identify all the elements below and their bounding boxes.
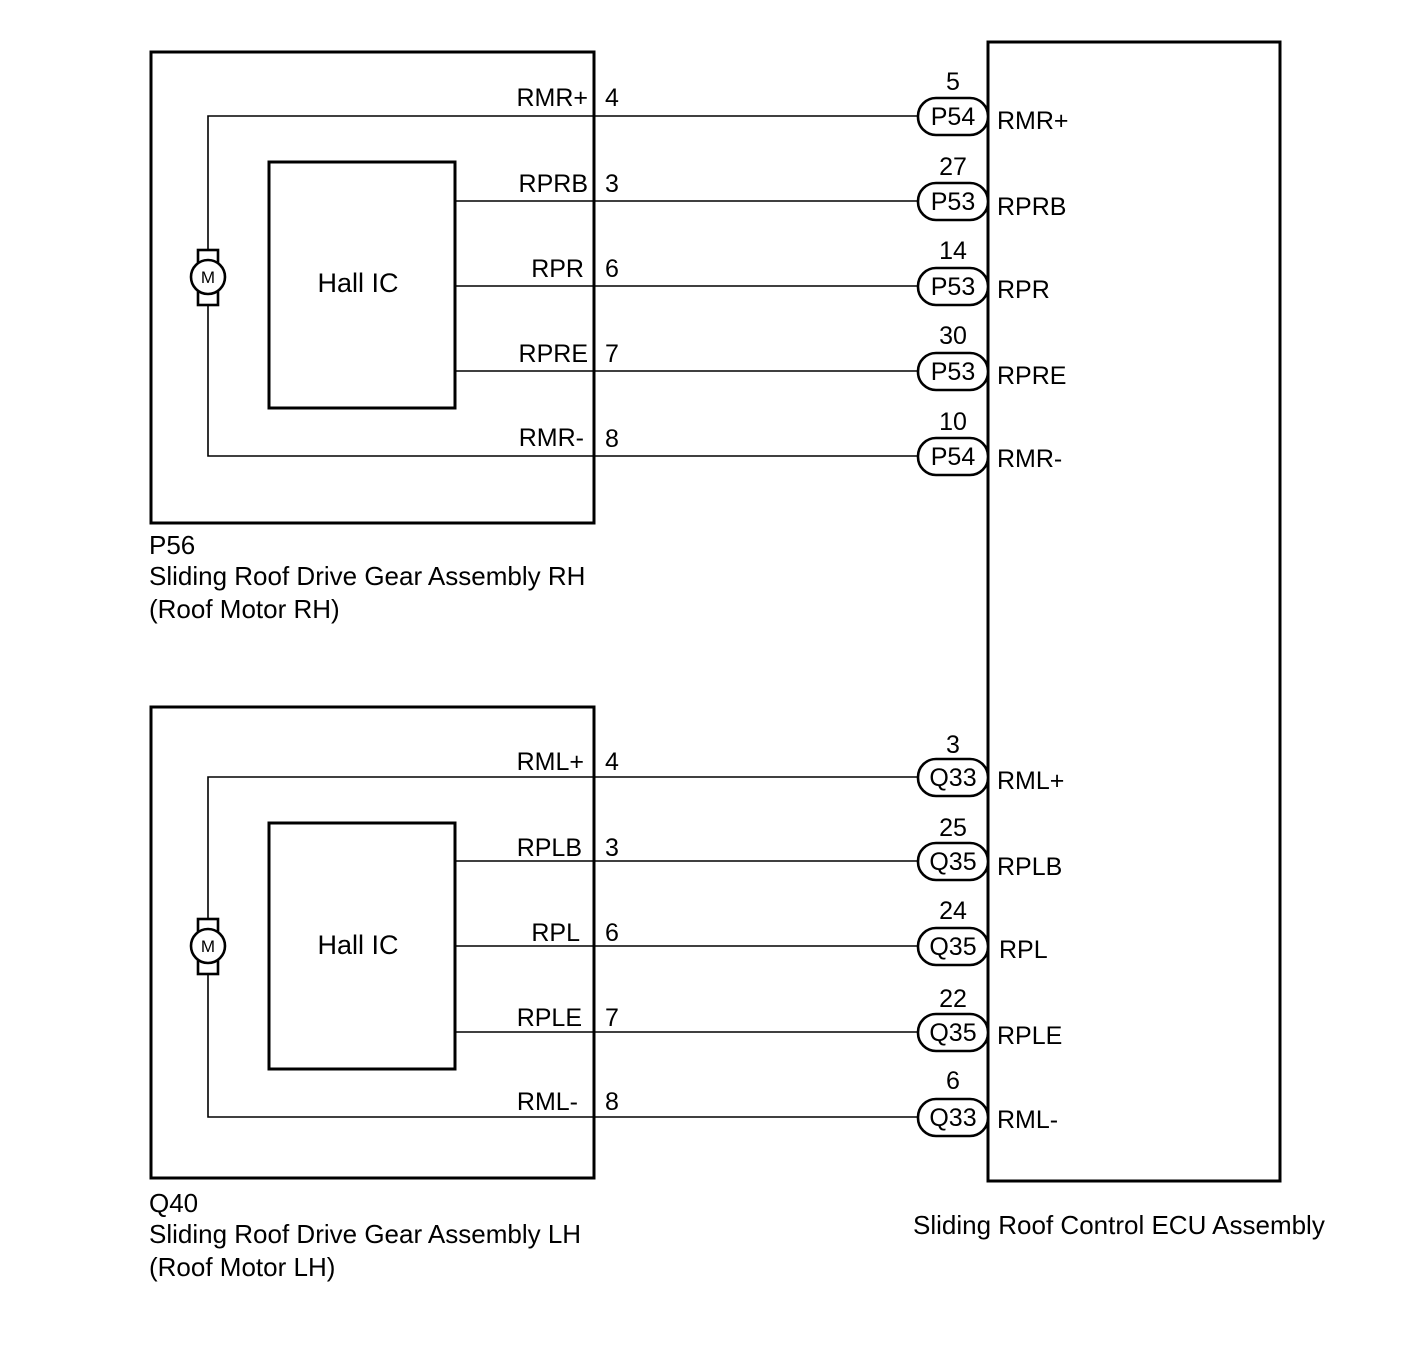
rh-ecu-signal-label: RPRE: [997, 362, 1066, 390]
rh-connector-code: P54: [931, 443, 976, 471]
ecu-box: [986, 40, 1282, 1183]
rh-ecu-pin-number: 5: [946, 68, 960, 96]
lh-connector-pill: Q33: [916, 1097, 990, 1138]
lh-motor-loop-wire: [207, 776, 594, 1118]
lh-ecu-pin-number: 3: [946, 731, 960, 759]
rh-ecu-signal-label: RMR-: [997, 445, 1062, 473]
rh-pin-number: 4: [605, 84, 619, 112]
rh-assembly-box: [149, 50, 596, 525]
lh-assembly-alias: (Roof Motor LH): [149, 1252, 335, 1282]
lh-ecu-signal-label: RPLE: [997, 1022, 1062, 1050]
rh-ecu-pin-number: 14: [939, 237, 967, 265]
rh-ecu-signal-label: RPR: [997, 276, 1050, 304]
rh-pin-number: 7: [605, 340, 619, 368]
lh-signal-label: RPLE: [517, 1004, 582, 1032]
rh-signal-label: RMR+: [516, 84, 588, 112]
lh-pin-number: 7: [605, 1004, 619, 1032]
lh-connector-pill: Q33: [916, 757, 990, 798]
lh-assembly-code: Q40: [149, 1188, 198, 1218]
lh-ecu-signal-label: RML+: [997, 767, 1064, 795]
lh-pin-number: 3: [605, 834, 619, 862]
lh-ecu-signal-label: RML-: [997, 1106, 1058, 1134]
lh-pin-number: 4: [605, 748, 619, 776]
rh-assembly-code: P56: [149, 530, 195, 560]
lh-signal-label: RML-: [517, 1088, 578, 1116]
rh-ecu-signal-label: RPRB: [997, 193, 1066, 221]
rh-connector-code: P53: [931, 273, 975, 301]
rh-ecu-signal-label: RMR+: [997, 107, 1069, 135]
lh-pin-number: 8: [605, 1088, 619, 1116]
rh-hall-ic-label: Hall IC: [317, 268, 398, 298]
rh-motor-icon: M: [189, 248, 227, 307]
lh-connector-code: Q35: [929, 933, 976, 961]
rh-hall-ic-box: [267, 160, 457, 410]
lh-pin-number: 6: [605, 919, 619, 947]
rh-ecu-pin-number: 10: [939, 408, 967, 436]
rh-pin-number: 3: [605, 170, 619, 198]
lh-ecu-pin-number: 24: [939, 897, 967, 925]
rh-ecu-pin-number: 30: [939, 322, 967, 350]
rh-connector-pill: P53: [916, 181, 990, 222]
rh-signal-label: RMR-: [519, 424, 584, 452]
rh-signal-label: RPRB: [519, 170, 588, 198]
lh-ecu-signal-label: RPL: [999, 936, 1048, 964]
lh-motor-letter: M: [201, 937, 215, 956]
lh-connector-code: Q33: [929, 1104, 976, 1132]
rh-signal-label: RPRE: [519, 340, 588, 368]
lh-ecu-pin-number: 25: [939, 814, 967, 842]
lh-signal-label: RPLB: [517, 834, 582, 862]
lh-ecu-pin-number: 22: [939, 985, 967, 1013]
rh-connector-pill: P54: [916, 96, 990, 137]
lh-hall-ic-label: Hall IC: [317, 930, 398, 960]
lh-connector-code: Q33: [929, 764, 976, 792]
lh-assembly: Hall IC M RML+ RPLB RPL RPLE RML- 4 3 6 …: [149, 705, 1064, 1282]
lh-assembly-box: [149, 705, 596, 1180]
rh-motor-letter: M: [201, 268, 215, 287]
lh-ecu-pin-number: 6: [946, 1067, 960, 1095]
lh-connector-code: Q35: [929, 1019, 976, 1047]
lh-connector-pill: Q35: [916, 1012, 990, 1053]
lh-connector-code: Q35: [929, 848, 976, 876]
rh-connector-pill: P54: [916, 436, 990, 477]
rh-connector-pill: P53: [916, 266, 990, 307]
rh-pin-number: 6: [605, 255, 619, 283]
lh-ecu-signal-label: RPLB: [997, 853, 1062, 881]
rh-assembly-alias: (Roof Motor RH): [149, 594, 340, 624]
rh-connector-code: P53: [931, 358, 975, 386]
lh-motor-icon: M: [189, 917, 227, 976]
ecu-caption: Sliding Roof Control ECU Assembly: [913, 1210, 1325, 1240]
lh-signal-label: RML+: [517, 748, 584, 776]
rh-connector-code: P53: [931, 188, 975, 216]
rh-connector-pill: P53: [916, 351, 990, 392]
rh-connector-code: P54: [931, 103, 976, 131]
rh-ecu-pin-number: 27: [939, 153, 967, 181]
lh-signal-label: RPL: [531, 919, 580, 947]
rh-assembly: Hall IC M RMR+ RPRB RPR RPRE RMR- 4 3 6 …: [149, 50, 1069, 624]
lh-assembly-name: Sliding Roof Drive Gear Assembly LH: [149, 1219, 581, 1249]
rh-signal-label: RPR: [531, 255, 584, 283]
rh-pin-number: 8: [605, 425, 619, 453]
lh-connector-pill: Q35: [916, 926, 990, 967]
lh-connector-pill: Q35: [916, 841, 990, 882]
rh-assembly-name: Sliding Roof Drive Gear Assembly RH: [149, 561, 585, 591]
